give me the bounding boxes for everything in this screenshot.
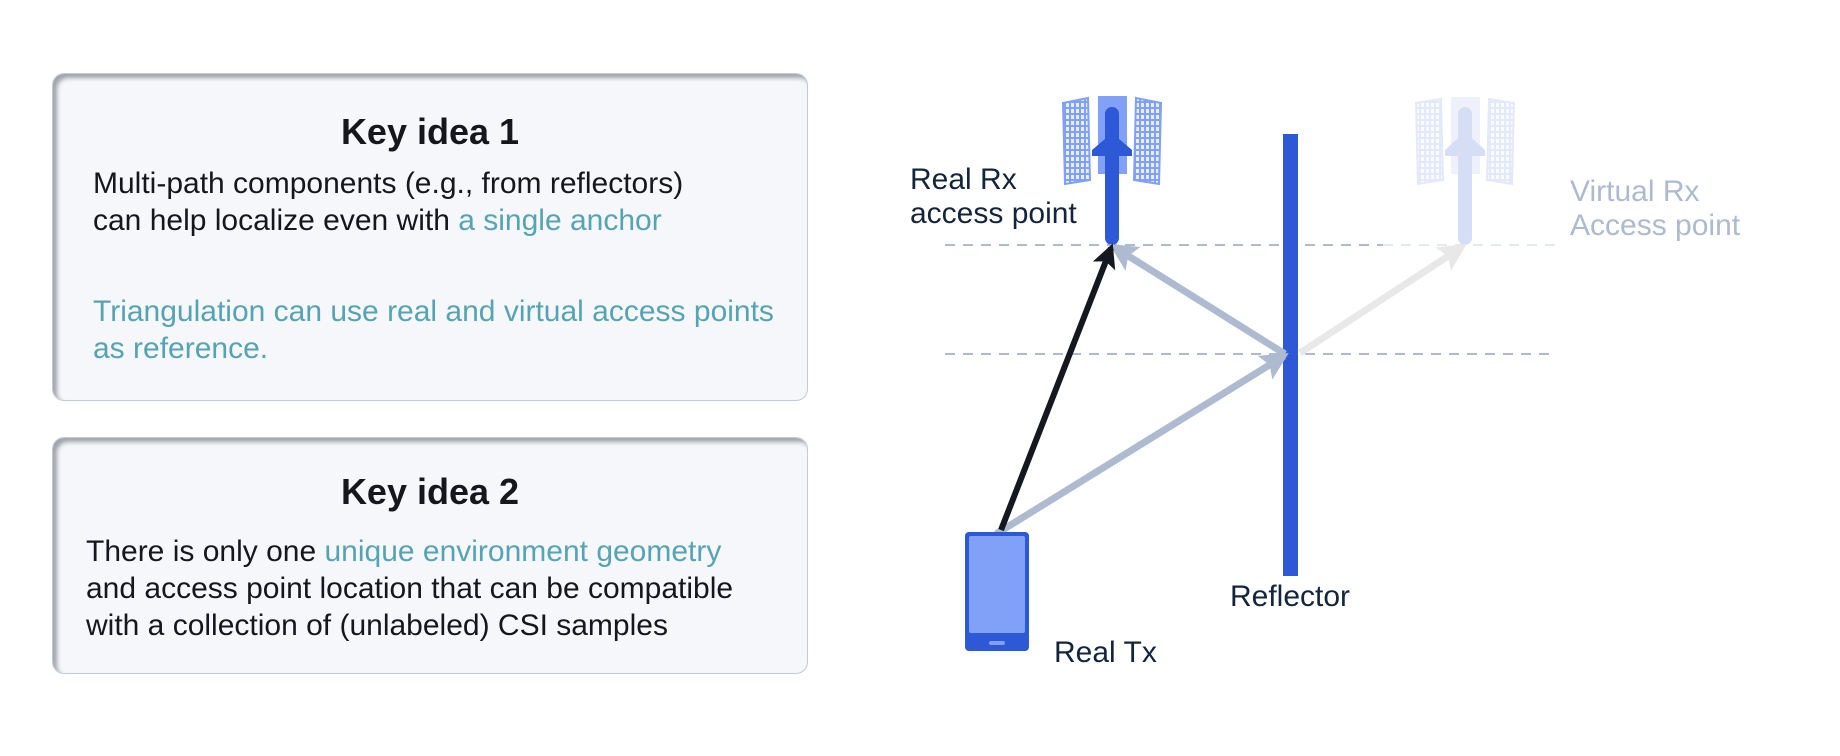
- paragraph-text: and access point location that can be co…: [86, 572, 734, 642]
- card-title: Key idea 2: [340, 471, 520, 512]
- virtual-path-arrow: [1298, 243, 1467, 356]
- reflected-path-arrow: [1109, 244, 1287, 357]
- paragraph-text: There is only one: [86, 535, 325, 568]
- card-paragraph: There is only one unique environment geo…: [86, 533, 786, 644]
- direct-path-arrow: [998, 243, 1116, 532]
- highlight-text: unique environment geometry: [324, 535, 722, 568]
- real-rx-label: Real Rx access point: [910, 163, 1077, 231]
- real-tx-smartphone-icon: [965, 532, 1029, 651]
- paragraph-text: Multi-path components (e.g., from reflec…: [93, 167, 684, 200]
- virtual-rx-label-line2: Access point: [1570, 209, 1741, 242]
- card-paragraph: Multi-path components (e.g., from reflec…: [93, 165, 683, 239]
- reflector-wall: [1283, 134, 1298, 576]
- real-tx-label: Real Tx: [1054, 636, 1157, 669]
- real-rx-label-line1: Real Rx: [910, 163, 1017, 196]
- highlight-text: Triangulation can use real and virtual a…: [93, 295, 774, 365]
- key-idea-1-card: Key idea 1 Multi-path components (e.g., …: [52, 73, 808, 401]
- key-idea-2-card: Key idea 2 There is only one unique envi…: [52, 437, 808, 674]
- reflected-incident-path-arrow: [994, 353, 1289, 537]
- virtual-rx-tower-icon: [1414, 97, 1516, 245]
- paragraph-text: can help localize even with: [93, 204, 459, 237]
- real-rx-label-line2: access point: [910, 197, 1077, 230]
- card-title: Key idea 1: [340, 111, 520, 152]
- real-rx-tower-icon: [1061, 96, 1163, 245]
- highlight-text: a single anchor: [458, 204, 662, 237]
- reflector-label: Reflector: [1230, 580, 1351, 613]
- virtual-rx-label: Virtual Rx Access point: [1570, 175, 1740, 243]
- virtual-rx-label-line1: Virtual Rx: [1570, 175, 1700, 208]
